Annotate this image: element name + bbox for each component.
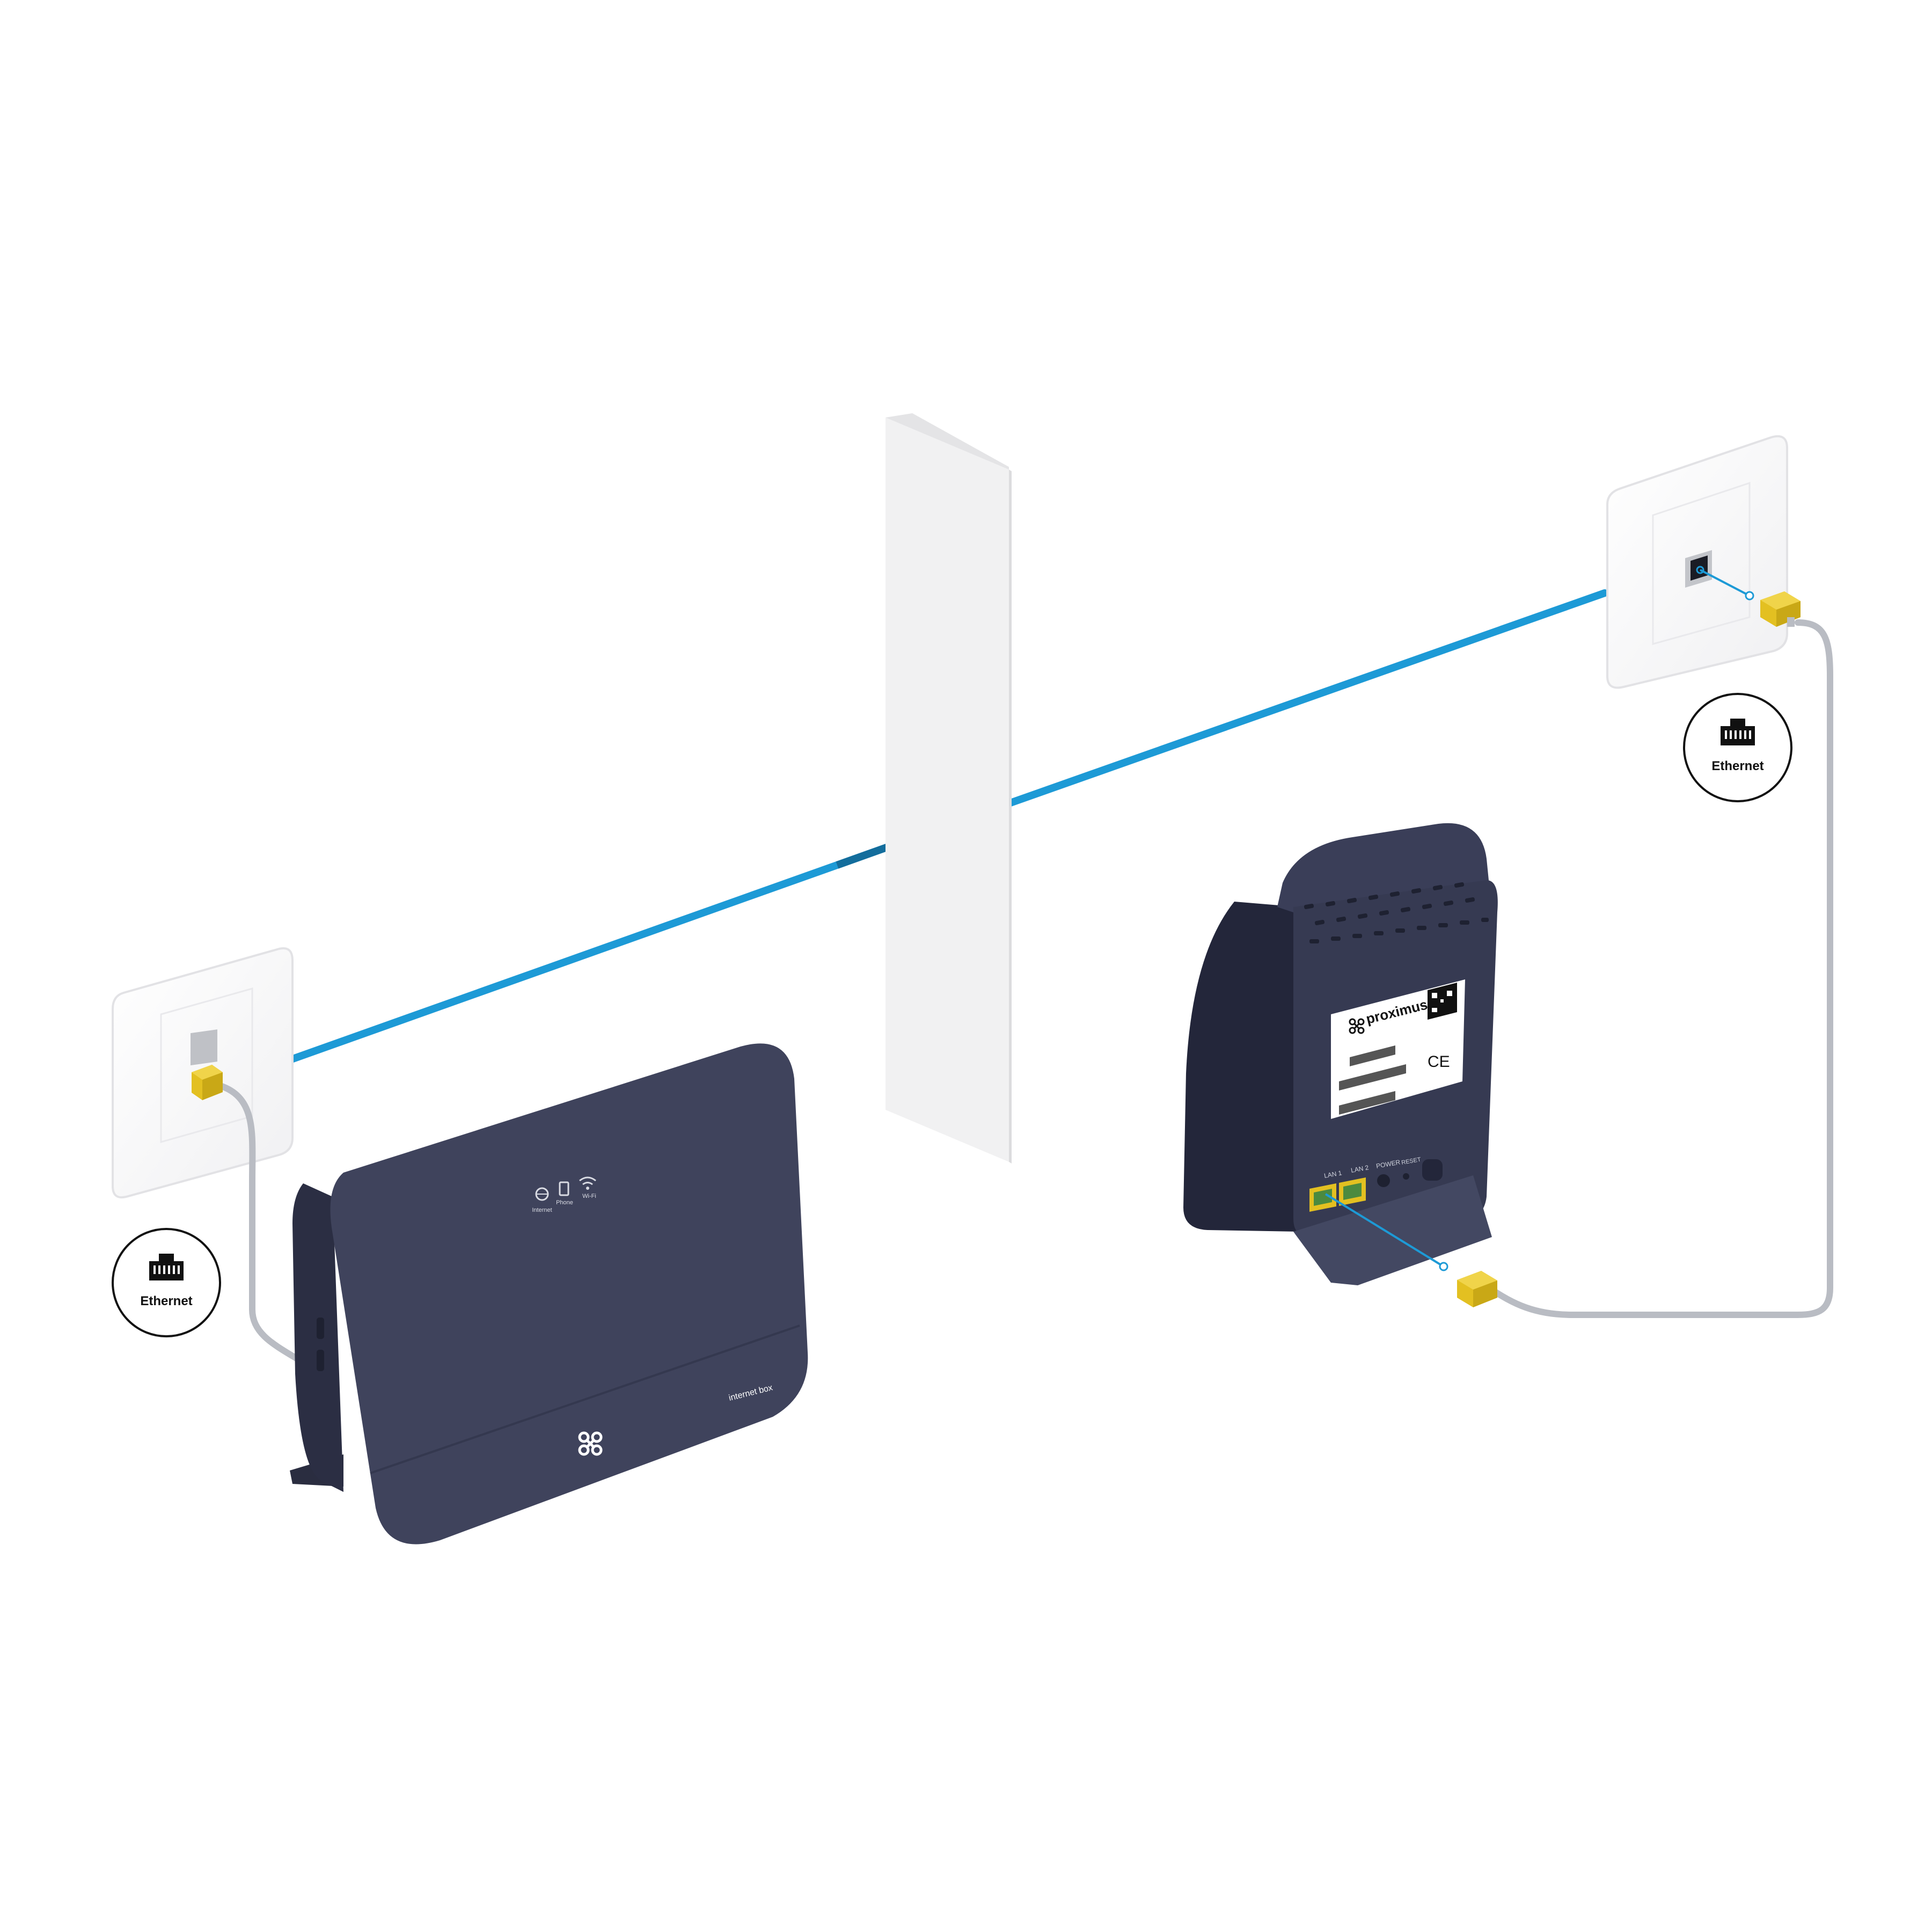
link-wire-bottom <box>1324 1193 1448 1271</box>
product-label-sticker: proximus CE <box>1331 979 1465 1119</box>
led-label-wifi: Wi-Fi <box>582 1193 596 1199</box>
internet-box-modem: Internet Phone Wi-Fi internet box <box>290 1043 808 1545</box>
wall-socket-right <box>1606 435 1788 689</box>
led-phone-icon <box>559 1181 569 1196</box>
ce-mark: CE <box>1428 1053 1450 1071</box>
link-wire-top <box>1696 566 1754 601</box>
ethernet-cable-right <box>1486 619 1833 1318</box>
network-line <box>286 589 1608 1064</box>
ethernet-badge-right: Ethernet <box>1683 693 1792 802</box>
led-internet-icon <box>535 1187 549 1201</box>
power-jack <box>1377 1174 1390 1187</box>
wall-partition <box>885 413 1012 1163</box>
ethernet-badge-label: Ethernet <box>1711 759 1763 773</box>
ethernet-connector-top-right <box>1760 591 1801 627</box>
led-label-internet: Internet <box>532 1207 552 1213</box>
reset-button <box>1403 1173 1409 1180</box>
ethernet-cable-left <box>211 1081 312 1369</box>
led-wifi-icon <box>579 1176 596 1190</box>
ethernet-connector-bottom <box>1457 1271 1497 1307</box>
ethernet-port-icon <box>1721 719 1755 745</box>
ethernet-port-icon <box>149 1254 184 1280</box>
power-switch <box>1422 1159 1443 1181</box>
ethernet-badge-left: Ethernet <box>112 1228 221 1337</box>
proximus-logo-icon <box>1349 1018 1365 1034</box>
qr-code <box>1428 983 1457 1020</box>
port-label-lan2: LAN 2 <box>1350 1163 1370 1174</box>
vent-grille <box>1304 882 1489 943</box>
port-label-lan1: LAN 1 <box>1323 1169 1343 1180</box>
barcodes <box>1339 1045 1406 1115</box>
wifi-extender-back: proximus CE LAN 1 LAN 2 POWER RESET <box>1183 823 1498 1285</box>
led-label-phone: Phone <box>556 1199 573 1206</box>
ethernet-connector-left <box>192 1065 223 1100</box>
ethernet-badge-label: Ethernet <box>140 1294 192 1308</box>
proximus-logo-icon <box>578 1431 603 1456</box>
